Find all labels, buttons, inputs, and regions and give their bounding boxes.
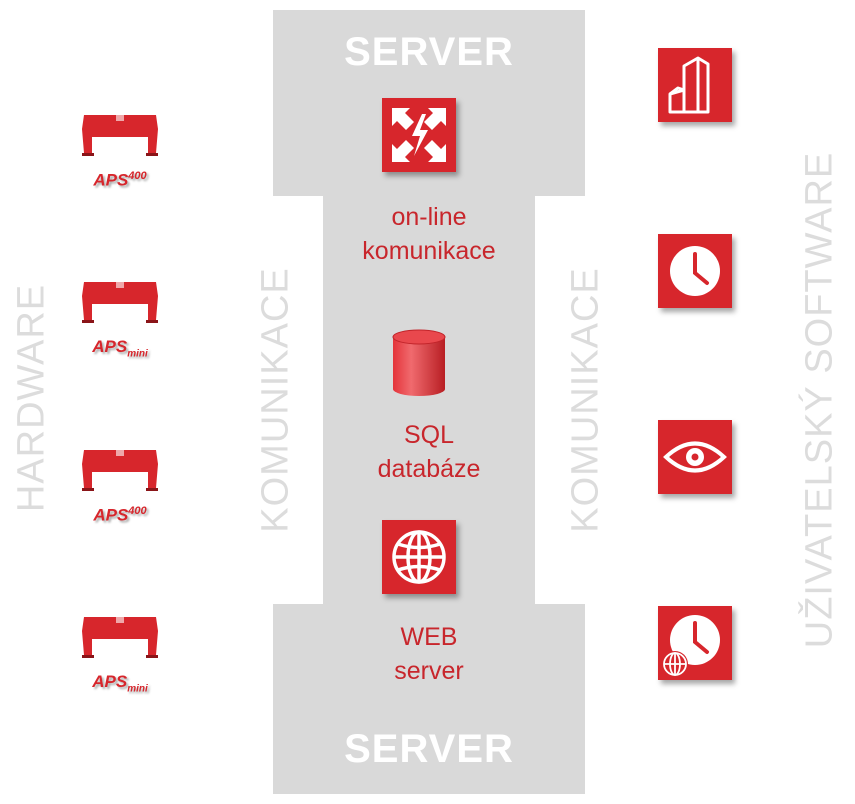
web-label-line2: server	[394, 657, 464, 685]
aps-mini-label: APSmini	[92, 672, 148, 695]
clock-icon	[658, 234, 732, 308]
komunikace-right-heading: KOMUNIKACE	[564, 267, 607, 533]
server-bottom-block	[273, 604, 585, 794]
online-communication-icon	[382, 98, 456, 172]
online-label-line1: on-line	[391, 203, 467, 231]
database-icon	[392, 329, 446, 396]
aps-400-device: APS400	[70, 450, 170, 535]
aps-mini-device: APSmini	[70, 282, 170, 367]
hardware-heading: HARDWARE	[10, 283, 53, 513]
web-label: WEB server	[323, 620, 535, 688]
aps-mini-label: APSmini	[92, 337, 148, 360]
sql-label-line1: SQL	[403, 421, 455, 449]
online-label: on-line komunikace	[323, 200, 535, 268]
web-globe-icon	[382, 520, 456, 594]
server-top-title: SERVER	[344, 30, 514, 74]
komunikace-left-heading: KOMUNIKACE	[254, 267, 297, 533]
aps-400-label: APS400	[93, 170, 147, 190]
aps-400-device: APS400	[70, 115, 170, 200]
eye-icon	[658, 420, 732, 494]
sql-label: SQL databáze	[323, 418, 535, 486]
web-label-line1: WEB	[400, 623, 458, 651]
server-bottom-title: SERVER	[344, 727, 514, 771]
aps-mini-device: APSmini	[70, 617, 170, 702]
web-clock-icon	[658, 606, 732, 680]
building-icon	[658, 48, 732, 122]
software-heading: UŽIVATELSKÝ SOFTWARE	[798, 151, 841, 649]
aps-400-label: APS400	[93, 505, 147, 525]
sql-label-line2: databáze	[377, 455, 481, 483]
online-label-line2: komunikace	[362, 237, 496, 265]
